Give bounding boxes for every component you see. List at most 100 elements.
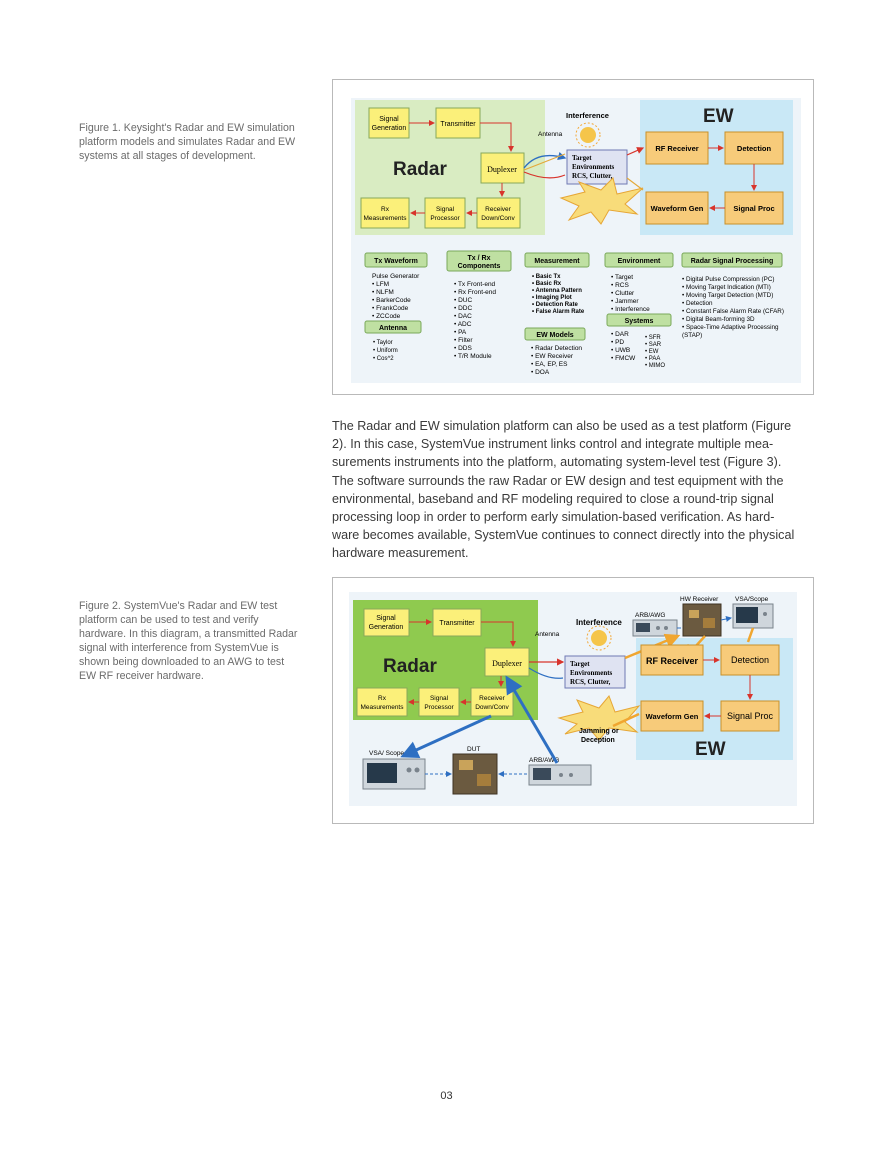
svg-text:• SAR: • SAR xyxy=(645,342,662,348)
antenna-label: Antenna xyxy=(538,131,563,138)
beam xyxy=(626,147,645,156)
ew-title: EW xyxy=(703,106,734,127)
rx-measurements-block: Rx Measurements xyxy=(360,197,410,229)
svg-text:Processor: Processor xyxy=(424,704,454,711)
svg-text:• Digital Pulse Compression (P: • Digital Pulse Compression (PC) xyxy=(682,276,775,283)
vsa-scope-bottom-label: VSA/ Scope xyxy=(369,750,404,757)
svg-text:Rx: Rx xyxy=(378,695,387,702)
beam xyxy=(612,712,640,728)
rx-measurements-block: Rx Measurements xyxy=(356,687,408,717)
figure-1-caption: Figure 1. Keysight's Radar and EW simula… xyxy=(79,122,296,162)
radar-title: Radar xyxy=(383,656,437,677)
receiver-block: Receiver Down/Conv xyxy=(470,687,514,717)
svg-text:Signal: Signal xyxy=(430,695,449,702)
figure-1-frame: Signal Generation Transmitter Radar Dupl… xyxy=(332,79,814,395)
svg-text:Measurement: Measurement xyxy=(534,258,580,265)
svg-text:• EW: • EW xyxy=(645,349,659,355)
svg-text:• Jammer: • Jammer xyxy=(611,298,639,305)
module-ew-models: EW Models • Radar Detection • EW Receive… xyxy=(524,327,586,376)
svg-text:• MIMO: • MIMO xyxy=(645,363,665,369)
waveform-gen-block: Waveform Gen xyxy=(640,700,704,732)
paragraph-line: The Radar and EW simulation platform can… xyxy=(332,419,792,433)
svg-text:• LFM: • LFM xyxy=(372,281,389,288)
svg-text:Target: Target xyxy=(570,660,590,668)
svg-text:• Detection Rate: • Detection Rate xyxy=(532,302,578,308)
svg-text:Processor: Processor xyxy=(430,215,460,222)
svg-text:(STAP): (STAP) xyxy=(682,332,702,339)
svg-text:Environment: Environment xyxy=(618,258,661,265)
jamming-burst-icon xyxy=(557,695,641,741)
arrow xyxy=(481,621,516,647)
figure-1-diagram: Signal Generation Transmitter Radar Dupl… xyxy=(351,98,801,383)
page-number: 03 xyxy=(440,1090,453,1102)
beam xyxy=(523,153,566,171)
svg-text:• PA: • PA xyxy=(454,329,467,336)
beam xyxy=(523,171,566,179)
svg-text:• DDS: • DDS xyxy=(454,345,472,352)
svg-text:• EW Receiver: • EW Receiver xyxy=(531,353,574,360)
svg-text:• T/R Module: • T/R Module xyxy=(454,353,492,360)
svg-text:• Digital Beam-forming 3D: • Digital Beam-forming 3D xyxy=(682,316,755,323)
svg-text:Receiver: Receiver xyxy=(479,695,505,702)
svg-text:Signal: Signal xyxy=(376,615,396,622)
radar-title: Radar xyxy=(393,159,447,180)
arb-awg-top-label: ARB/AWG xyxy=(635,612,665,619)
svg-text:• Detection: • Detection xyxy=(682,300,713,307)
svg-text:Components: Components xyxy=(458,263,501,270)
waveform-gen-block: Waveform Gen xyxy=(645,191,709,225)
svg-text:• Interference: • Interference xyxy=(611,306,650,313)
arrow xyxy=(480,122,514,152)
signal-generation-block: Signal Generation xyxy=(363,608,410,637)
arb-awg-top-instrument-icon xyxy=(632,619,678,637)
figure-2-diagram: Signal Generation Transmitter Radar Dupl… xyxy=(349,592,797,806)
svg-text:• FMCW: • FMCW xyxy=(611,355,636,362)
target-environments-block: Target Environments RCS, Clutter, xyxy=(566,149,628,185)
svg-text:RF Receiver: RF Receiver xyxy=(646,656,699,666)
svg-text:Transmitter: Transmitter xyxy=(439,620,475,627)
duplexer-block: Duplexer xyxy=(484,647,530,677)
svg-text:• EA, EP, ES: • EA, EP, ES xyxy=(531,361,568,368)
vsa-scope-top-label: VSA/Scope xyxy=(735,596,769,603)
interference-label: Interference xyxy=(566,111,609,120)
svg-text:RCS, Clutter,: RCS, Clutter, xyxy=(570,678,611,686)
svg-text:• Tx Front-end: • Tx Front-end xyxy=(454,281,496,288)
hw-receiver-label: HW Receiver xyxy=(680,596,719,603)
detection-block: Detection xyxy=(724,131,784,165)
svg-text:• Basic Tx: • Basic Tx xyxy=(532,274,561,280)
link xyxy=(505,675,559,764)
antenna-label: Antenna xyxy=(535,631,560,638)
signal-proc-ew-block: Signal Proc xyxy=(720,700,780,732)
svg-text:Environments: Environments xyxy=(572,163,615,171)
signal-processor-block: Signal Processor xyxy=(418,687,460,717)
svg-text:• Imaging Plot: • Imaging Plot xyxy=(532,295,572,301)
svg-text:Generation: Generation xyxy=(369,624,404,631)
module-antenna: Antenna • Taylor • Uniform • Cos^2 xyxy=(364,320,422,362)
hw-receiver-board-icon xyxy=(682,603,722,637)
svg-text:Signal Proc: Signal Proc xyxy=(727,711,774,721)
svg-text:• ZCCode: • ZCCode xyxy=(372,313,401,320)
ew-title: EW xyxy=(695,739,726,760)
arb-awg-bottom-label: ARB/AWG xyxy=(529,757,559,764)
svg-text:Rx: Rx xyxy=(381,206,390,213)
jamming-burst-icon xyxy=(559,177,644,225)
module-tx-waveform: Tx Waveform Pulse Generator • LFM • NLFM… xyxy=(364,252,428,320)
svg-text:• DAC: • DAC xyxy=(454,313,472,320)
module-radar-signal-processing: Radar Signal Processing • Digital Pulse … xyxy=(681,252,784,339)
rf-receiver-block: RF Receiver xyxy=(640,644,704,676)
svg-text:Transmitter: Transmitter xyxy=(440,121,476,128)
svg-text:• Basic Rx: • Basic Rx xyxy=(532,281,562,287)
transmitter-block: Transmitter xyxy=(435,107,481,139)
deception-label: Deception xyxy=(581,737,615,744)
svg-text:• Moving Target Detection (MTD: • Moving Target Detection (MTD) xyxy=(682,292,773,299)
svg-text:• Uniform: • Uniform xyxy=(373,348,398,354)
svg-text:• Target: • Target xyxy=(611,274,633,281)
module-environment: Environment • Target • RCS • Clutter • J… xyxy=(604,252,674,313)
module-systems: Systems • DAR • PD • UWB • FMCW • SFR • … xyxy=(606,313,672,369)
figure-2-frame: Signal Generation Transmitter Radar Dupl… xyxy=(332,577,814,824)
signal-proc-ew-block: Signal Proc xyxy=(724,191,784,225)
svg-text:Radar Signal Processing: Radar Signal Processing xyxy=(691,258,773,265)
svg-text:• Radar Detection: • Radar Detection xyxy=(531,345,582,352)
paragraph-line: environmental, baseband and RF modeling … xyxy=(332,491,774,506)
jamming-label: Jamming or xyxy=(579,728,619,735)
svg-text:• Cos^2: • Cos^2 xyxy=(373,356,394,362)
